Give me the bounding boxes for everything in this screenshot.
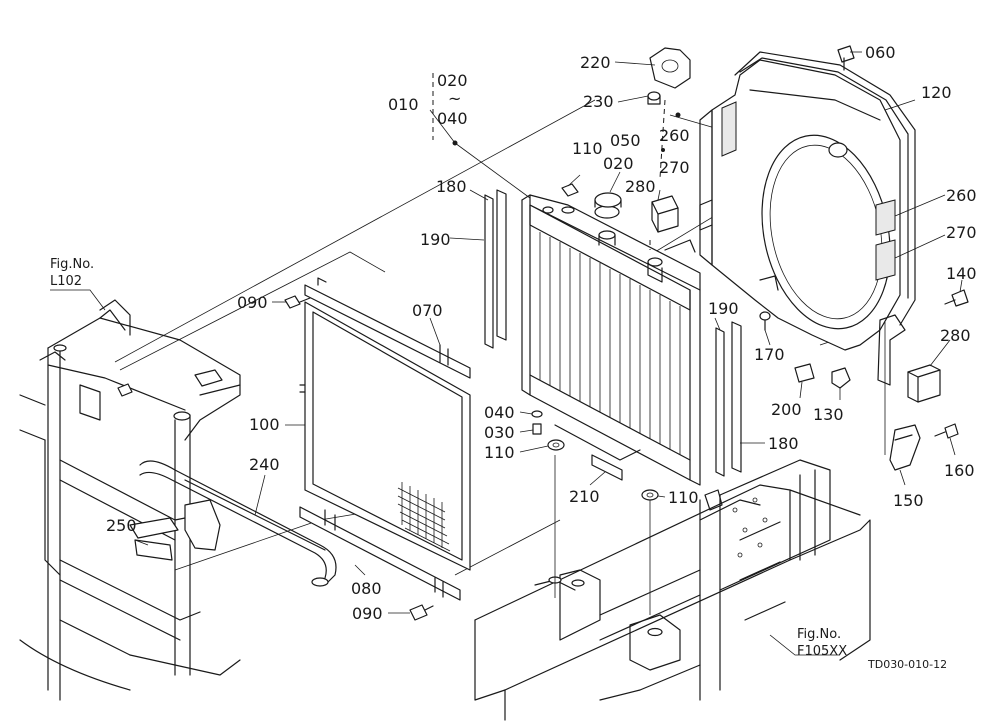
fig-ref-left-label: Fig.No. <box>50 257 94 272</box>
callout-220: 220 <box>580 53 611 72</box>
part-210 <box>591 454 623 481</box>
callout-150: 150 <box>893 491 924 510</box>
rubber-strip-180-right <box>731 321 742 473</box>
mesh-pattern <box>397 482 451 552</box>
callout-280-top: 280 <box>625 177 656 196</box>
callout-110-bottom: 110 <box>668 488 699 507</box>
callout-210: 210 <box>569 487 600 506</box>
callout-230: 230 <box>583 92 614 111</box>
callout-200: 200 <box>771 400 802 419</box>
left-frame-assembly <box>19 299 241 701</box>
callout-030: 030 <box>484 423 515 442</box>
callout-170: 170 <box>754 345 785 364</box>
callout-labels: 020 ~ 040 010 220 230 050 260 270 060 12… <box>106 43 977 623</box>
reference-dots <box>452 112 681 152</box>
callout-260-right: 260 <box>946 186 977 205</box>
bracket-220 <box>649 47 691 89</box>
callout-130: 130 <box>813 405 844 424</box>
radiator-fins <box>539 232 681 455</box>
callout-050: 050 <box>610 131 641 150</box>
dashed-lines <box>432 73 666 250</box>
callout-010: 010 <box>388 95 419 114</box>
label-270 <box>875 239 896 281</box>
callout-280-right: 280 <box>940 326 971 345</box>
callout-240: 240 <box>249 455 280 474</box>
callout-250: 250 <box>106 516 137 535</box>
bolt-140 <box>944 289 969 307</box>
callout-190-left: 190 <box>420 230 451 249</box>
part-250 <box>134 539 173 561</box>
pad-200 <box>794 363 815 383</box>
pad-280-top <box>651 195 679 233</box>
callout-160: 160 <box>944 461 975 480</box>
callout-080: 080 <box>351 579 382 598</box>
callout-060: 060 <box>865 43 896 62</box>
bracket-150 <box>889 424 921 471</box>
drawing-code: TD030-010-12 <box>867 658 947 671</box>
callout-190-right: 190 <box>708 299 739 318</box>
callout-090-bottom: 090 <box>352 604 383 623</box>
callout-120: 120 <box>921 83 952 102</box>
label-260 <box>875 199 896 236</box>
callout-180-right: 180 <box>768 434 799 453</box>
figure-ref-leaders <box>50 289 840 656</box>
callout-040-top: 040 <box>437 109 468 128</box>
callout-100: 100 <box>249 415 280 434</box>
screen-100 <box>299 301 471 571</box>
bottom-frame-assembly <box>474 459 871 721</box>
grommet-110-top <box>561 183 579 197</box>
rubber-strip-190-right <box>715 327 725 477</box>
callout-040-mid: 040 <box>484 403 515 422</box>
callout-110-mid: 110 <box>484 443 515 462</box>
callout-leaders <box>134 51 963 614</box>
pad-280-right <box>907 364 941 403</box>
callout-020-cap: 020 <box>603 154 634 173</box>
bolt-090-bottom <box>409 604 434 621</box>
callout-180-left: 180 <box>436 177 467 196</box>
bracket-080 <box>299 506 461 601</box>
rubber-strip-190-left <box>484 194 494 349</box>
clip-130 <box>831 367 851 389</box>
callout-110-top: 110 <box>572 139 603 158</box>
bracket-070 <box>304 277 471 379</box>
bolt-060 <box>837 45 855 71</box>
callout-090-top: 090 <box>237 293 268 312</box>
bolt-160 <box>934 423 959 439</box>
callout-260-top: 260 <box>659 126 690 145</box>
fan-shroud-120 <box>699 51 916 386</box>
fig-ref-left-value: L102 <box>50 274 82 289</box>
fig-ref-right-value: F105XX <box>797 644 847 659</box>
radiator-cap <box>594 205 620 219</box>
callout-140: 140 <box>946 264 977 283</box>
callout-270-right: 270 <box>946 223 977 242</box>
nut-040-030 <box>531 410 543 435</box>
callout-270-top: 270 <box>659 158 690 177</box>
cap-020 <box>594 192 622 208</box>
callout-020-top: 020 <box>437 71 468 90</box>
grommet-110-mid <box>547 439 565 451</box>
bolt-090-top <box>284 295 311 309</box>
callout-tilde: ~ <box>448 89 461 108</box>
bolt-170 <box>759 311 771 331</box>
plug-230 <box>647 91 661 105</box>
grommet-110-bottom <box>641 489 659 501</box>
callout-070: 070 <box>412 301 443 320</box>
label-260-270-upper <box>721 101 737 157</box>
radiator <box>521 194 701 486</box>
figure-references: Fig.No. L102 Fig.No. F105XX <box>50 257 847 659</box>
rubber-strip-180-left <box>496 189 507 341</box>
fig-ref-right-label: Fig.No. <box>797 627 841 642</box>
